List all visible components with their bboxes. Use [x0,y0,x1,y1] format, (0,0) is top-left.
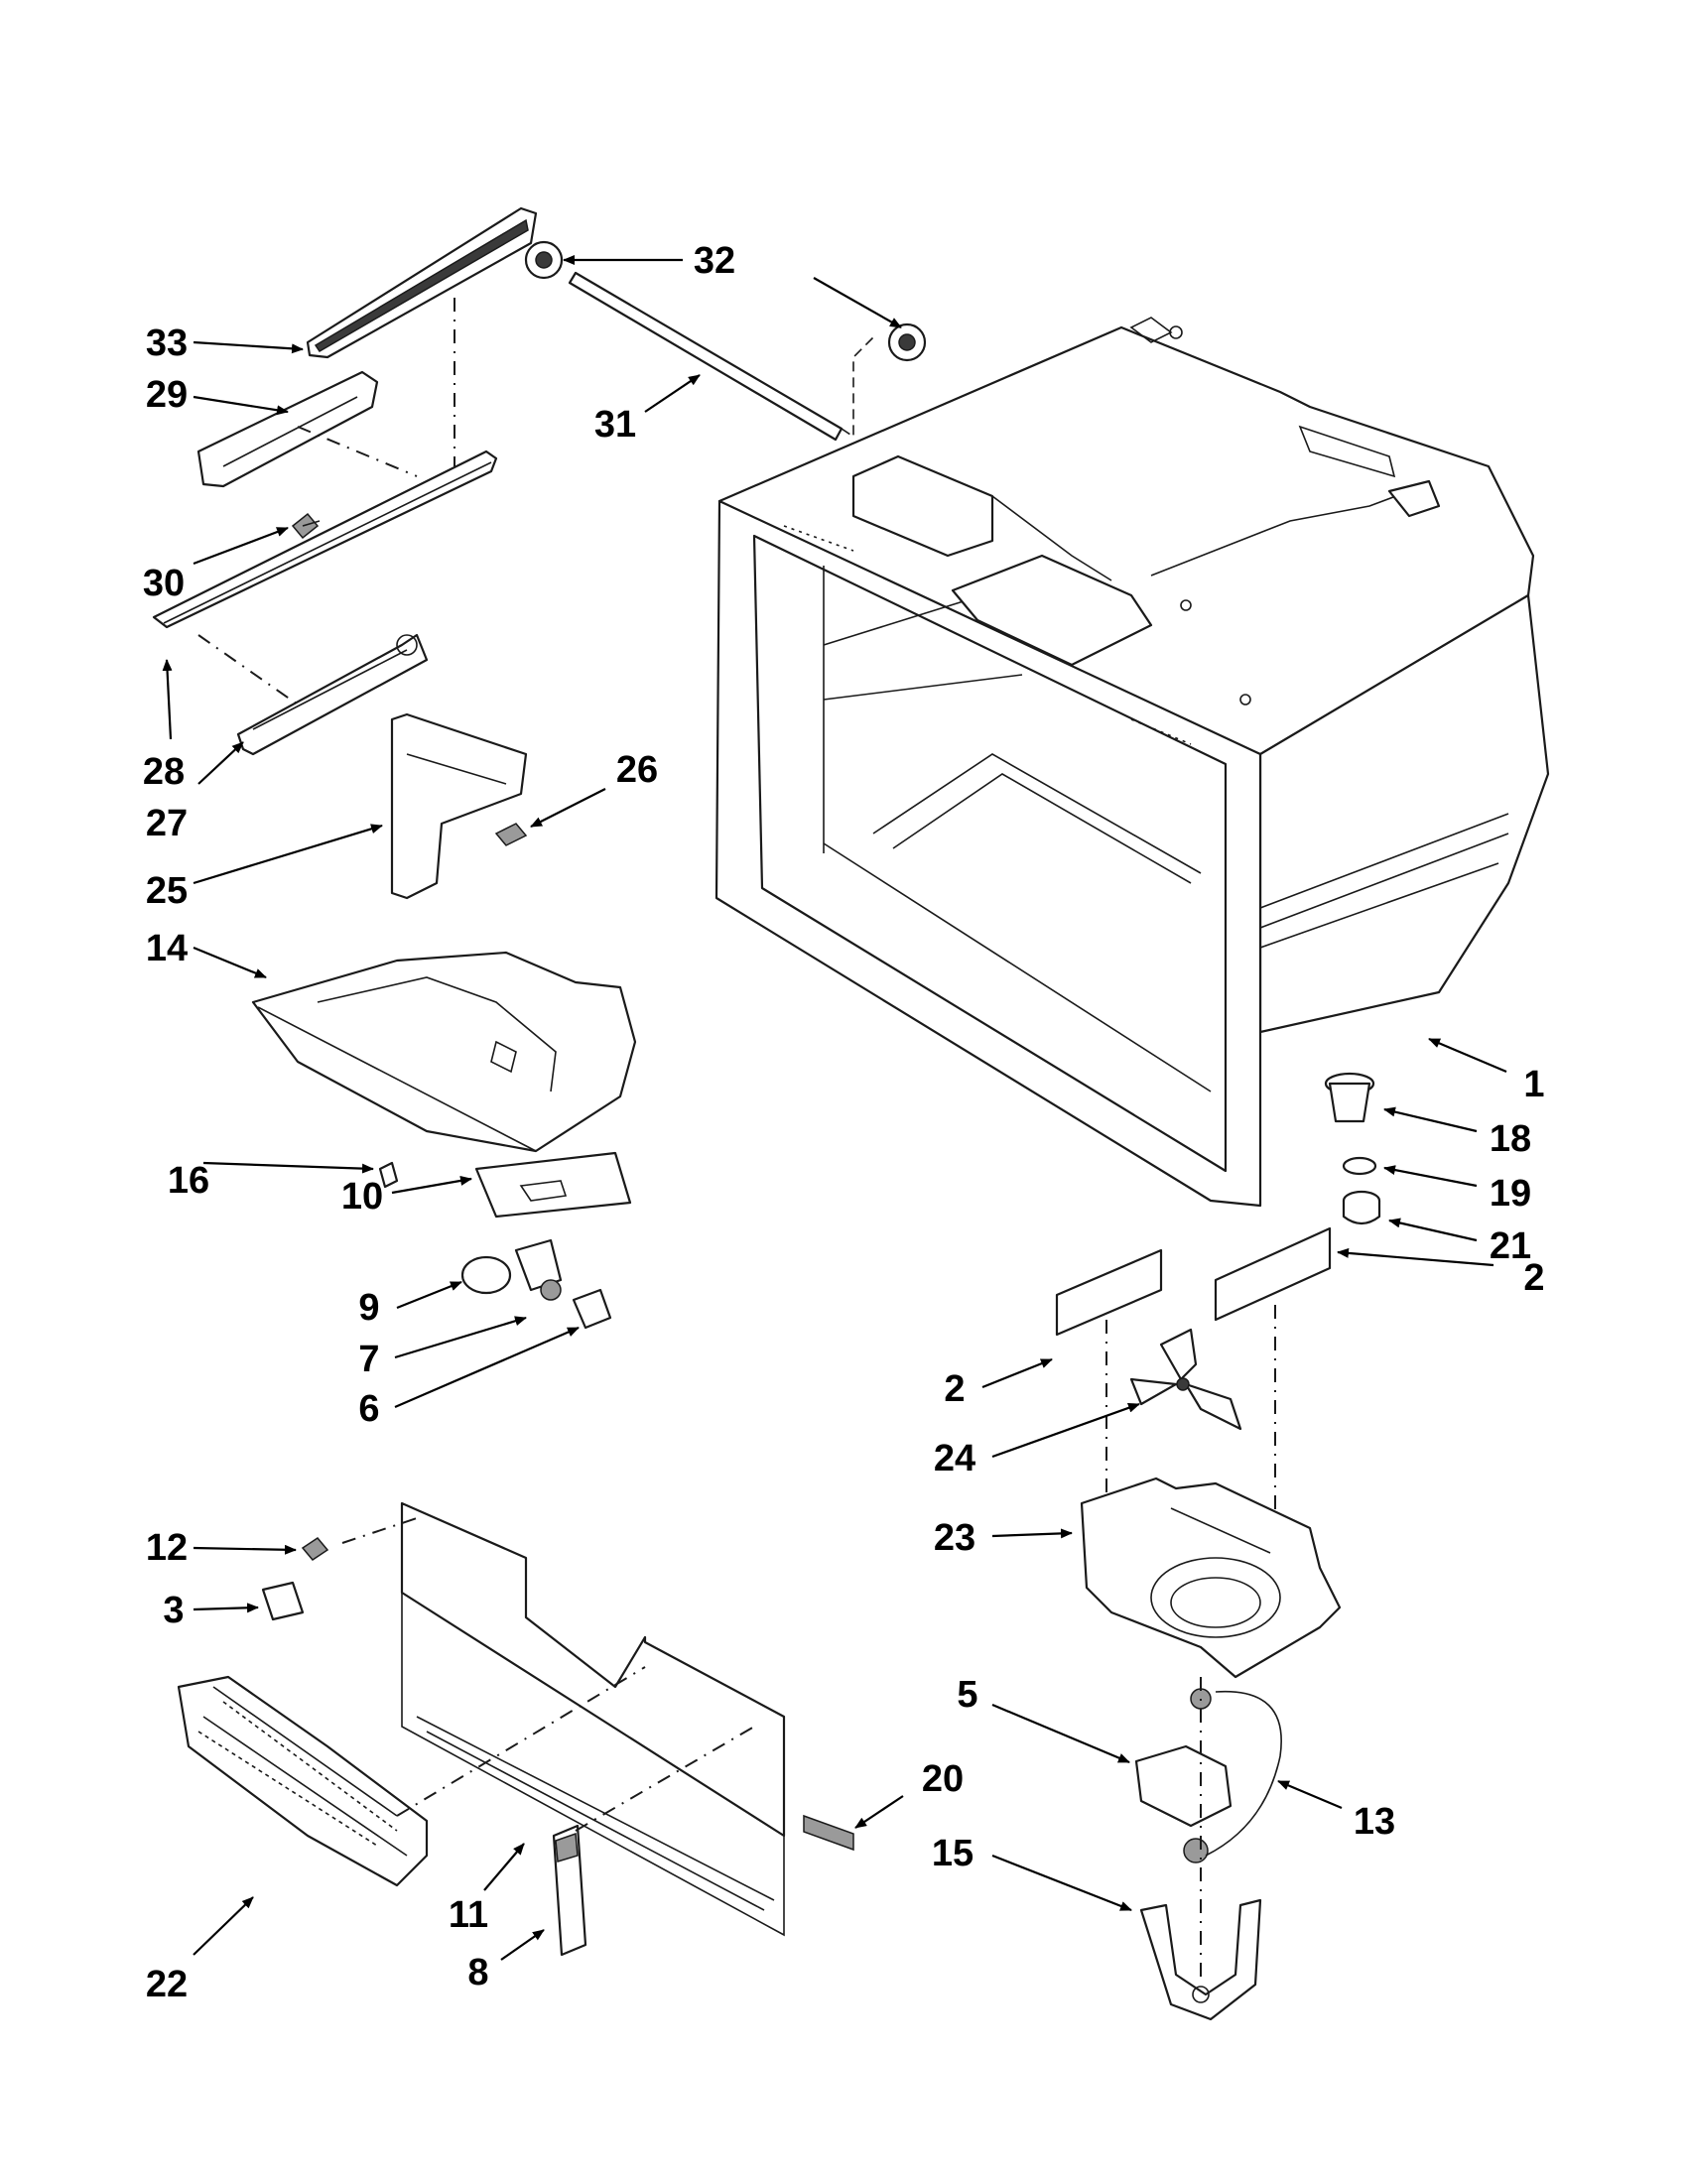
oring-part-19 [1342,1156,1377,1176]
callout-8: 8 [467,1952,488,1993]
screw-part-12 [301,1537,329,1561]
bulb-part-9 [460,1255,512,1295]
fan-blade-part-24 [1129,1328,1242,1431]
gear-part-32-upper [524,240,564,280]
ice-tray-part-14 [251,951,637,1153]
gasket-part-20 [803,1814,854,1852]
callout-30: 30 [143,563,185,604]
callout-16: 16 [168,1160,209,1202]
callout-24: 24 [934,1438,975,1479]
callout-7: 7 [358,1339,379,1380]
lamp-socket-part-7 [514,1238,563,1301]
callout-20: 20 [922,1758,964,1800]
screw-part-30 [291,512,321,540]
gear-part-32-lower [887,322,927,362]
freezer-liner-part-1 [714,317,1550,1208]
callout-3: 3 [163,1590,184,1631]
callout-22: 22 [146,1964,188,2005]
grommet-part-18 [1324,1072,1375,1123]
callout-10: 10 [341,1176,383,1218]
screw-part-26 [494,823,528,846]
callout-25: 25 [146,870,188,912]
callout-9: 9 [358,1287,379,1329]
callout-19: 19 [1490,1173,1531,1215]
callout-1: 1 [1523,1064,1544,1105]
callout-27: 27 [146,803,188,844]
gasket-part-2-right [1214,1226,1332,1322]
bracket-part-3 [261,1581,305,1621]
callout-2-left: 2 [944,1368,965,1410]
cover-panel-part-11 [400,1501,786,1937]
callout-29: 29 [146,374,188,416]
callout-28: 28 [143,751,185,793]
callout-21: 21 [1490,1225,1531,1267]
callout-12: 12 [146,1527,188,1569]
harness-part-13 [1205,1690,1282,1857]
slide-rail-part-33 [306,206,538,359]
damper-part-8 [552,1824,587,1957]
callout-18: 18 [1490,1118,1531,1160]
gasket-part-2-left [1055,1248,1163,1337]
side-bracket-part-25 [390,712,528,900]
pad-part-10 [474,1151,632,1219]
shaft-part-31 [568,271,874,442]
callout-23: 23 [934,1517,975,1559]
motor-part-5 [1134,1688,1233,1863]
clip-part-16 [378,1161,399,1189]
callout-32: 32 [694,240,735,282]
callout-labels: 32 33 29 31 30 28 27 26 25 14 16 10 9 7 … [143,240,1545,2005]
grille-part-22 [177,1675,429,1887]
callout-33: 33 [146,322,188,364]
callout-6: 6 [358,1388,379,1430]
cap-part-21 [1342,1190,1381,1225]
lamp-housing-part-6 [572,1288,612,1330]
rail-part-28 [152,450,498,629]
bracket-part-29 [196,370,379,488]
fan-shroud-part-23 [1080,1477,1342,1679]
callout-31: 31 [594,404,636,446]
callout-13: 13 [1354,1801,1395,1843]
leader-lines [162,255,1507,1961]
callout-11: 11 [449,1894,488,1936]
callout-2-right: 2 [1523,1257,1544,1299]
callout-14: 14 [146,928,188,969]
callout-5: 5 [957,1674,977,1716]
callout-26: 26 [616,749,658,791]
motor-bracket-part-15 [1139,1898,1262,2021]
callout-15: 15 [932,1833,974,1874]
